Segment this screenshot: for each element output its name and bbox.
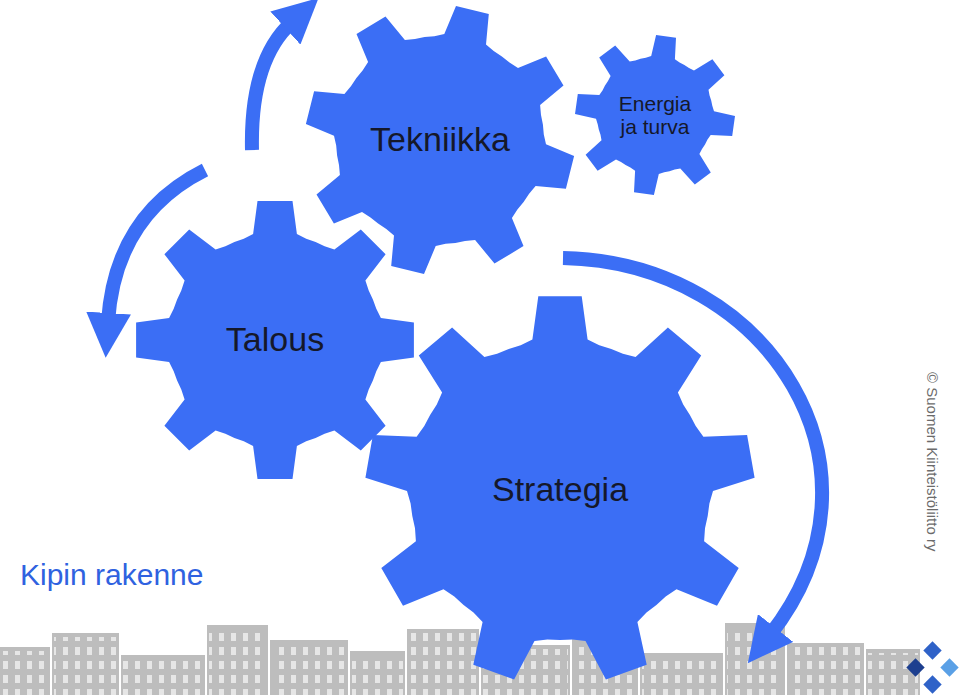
building-windows bbox=[352, 655, 403, 695]
gear-label: Energia ja turva bbox=[612, 92, 699, 138]
gear-label: Talous bbox=[226, 321, 324, 358]
building-windows bbox=[642, 657, 721, 695]
building bbox=[350, 651, 405, 695]
building bbox=[52, 633, 119, 695]
gear-label: Strategia bbox=[492, 471, 628, 508]
building-windows bbox=[789, 647, 862, 695]
building bbox=[787, 643, 864, 695]
gear-outline bbox=[365, 296, 754, 679]
building bbox=[640, 653, 723, 695]
building-windows bbox=[272, 644, 346, 695]
gear-node: Energia ja turva bbox=[575, 35, 735, 195]
gear-node: Tekniikka bbox=[305, 5, 575, 275]
building-windows bbox=[54, 637, 117, 695]
copyright-note: © Suomen Kiinteistöliitto ry bbox=[924, 372, 941, 551]
logo bbox=[906, 641, 958, 693]
building-windows bbox=[123, 659, 203, 695]
city-skyline bbox=[0, 623, 920, 695]
diagram-title: Kipin rakenne bbox=[20, 558, 203, 592]
building-windows bbox=[409, 633, 477, 695]
gear-label: Tekniikka bbox=[370, 121, 510, 158]
building bbox=[270, 640, 348, 695]
gear-outline bbox=[575, 35, 735, 195]
gear-outline bbox=[136, 201, 414, 479]
cycle-arrow bbox=[252, 22, 292, 150]
building bbox=[0, 647, 50, 695]
building-windows bbox=[2, 651, 48, 695]
building-windows bbox=[209, 629, 266, 695]
building-windows bbox=[868, 653, 918, 695]
building bbox=[207, 625, 268, 695]
gear-outline bbox=[306, 6, 574, 274]
building bbox=[407, 629, 479, 695]
gear-node: Strategia bbox=[365, 295, 755, 685]
building bbox=[121, 655, 205, 695]
